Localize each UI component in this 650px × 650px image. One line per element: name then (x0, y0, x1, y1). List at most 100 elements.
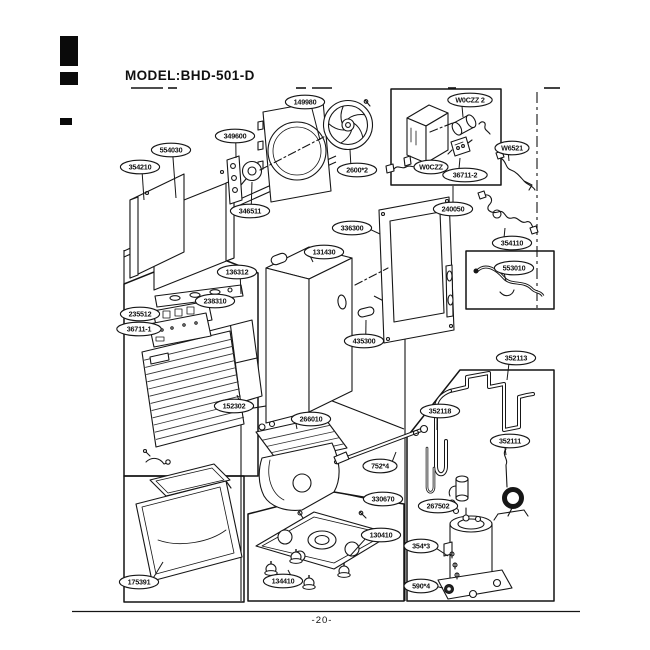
part-bucket-tank (135, 480, 243, 582)
callout-label: 267502 (427, 502, 450, 511)
part-callout-352118: 352118 (419, 403, 461, 431)
callout-leader (172, 156, 177, 199)
caster (302, 575, 316, 590)
part-callout-352113: 352113 (495, 350, 537, 381)
part-callout-W6521: W6521 (494, 140, 530, 162)
callout-ellipse (216, 264, 258, 280)
callout-label: 136312 (226, 268, 249, 277)
callout-leader (141, 173, 145, 201)
part-callout-352111: 352111 (489, 433, 531, 456)
part-mount-bracket (226, 155, 243, 205)
callout-label: 131430 (313, 248, 336, 257)
callout-ellipse (303, 244, 345, 260)
part-grommet (444, 584, 454, 594)
part-callout-175391: 175391 (118, 561, 164, 590)
part-callout-590*4: 590*4 (403, 578, 444, 594)
callout-label: 435300 (353, 337, 376, 346)
part-callout-2600*2: 2600*2 (336, 149, 378, 178)
zone-control-box (390, 88, 502, 186)
part-callout-W0CZZ: W0CZZ (413, 159, 449, 175)
callout-ellipse (417, 498, 459, 514)
callout-label: 330670 (372, 495, 395, 504)
part-callout-553010: 553010 (493, 260, 535, 282)
callout-leader (506, 363, 510, 381)
part-front-grille (141, 330, 245, 448)
callout-ellipse (331, 220, 373, 236)
part-main-pcb (148, 312, 212, 348)
callout-label: 336300 (341, 224, 364, 233)
callout-ellipse (413, 159, 449, 175)
caster (289, 549, 303, 564)
part-wire-harness-b (477, 190, 539, 235)
callout-ellipse (403, 578, 439, 594)
part-callout-130410: 130410 (349, 527, 402, 557)
callout-label: 240050 (442, 205, 465, 214)
callout-label: 149980 (294, 98, 317, 107)
callout-leader (349, 538, 366, 557)
part-callout-330670: 330670 (344, 491, 404, 507)
part-top-cap-pill (270, 252, 288, 266)
callout-label: 266010 (300, 415, 323, 424)
callout-label: 36711-2 (453, 171, 478, 180)
callout-ellipse (494, 140, 530, 156)
part-callout-354210: 354210 (119, 159, 161, 201)
callout-label: 134410 (272, 577, 295, 586)
callout-ellipse (229, 203, 271, 219)
scan-marks (60, 36, 78, 125)
part-side-cap (357, 306, 375, 318)
part-callout-354110: 354110 (491, 227, 533, 251)
part-hose (473, 265, 545, 297)
page-title: MODEL:BHD-501-D (125, 68, 255, 83)
part-callout-36711-1: 36711-1 (116, 321, 162, 337)
callout-leader (239, 278, 242, 295)
callout-ellipse (119, 306, 161, 322)
callout-label: 36711-1 (127, 325, 152, 334)
callout-label: 175391 (128, 578, 151, 587)
callout-leader (461, 105, 464, 118)
part-callout-238310: 238310 (194, 293, 236, 309)
callout-label: 130410 (370, 531, 393, 540)
callout-leader (311, 107, 321, 141)
callout-label: 352111 (499, 437, 521, 446)
callout-ellipse (343, 333, 385, 349)
callout-leader (504, 447, 507, 456)
caster (264, 561, 278, 576)
callout-leader (507, 154, 510, 162)
callout-ellipse (119, 159, 161, 175)
callout-label: 346511 (239, 207, 262, 216)
callout-ellipse (491, 235, 533, 251)
callout-leader (458, 157, 461, 169)
part-rear-grille (378, 196, 455, 344)
zone-wire-cover (465, 250, 555, 310)
part-callout-36711-2: 36711-2 (442, 157, 488, 183)
part-callout-266010: 266010 (290, 411, 332, 430)
part-callout-149980: 149980 (284, 94, 326, 141)
callout-ellipse (432, 201, 474, 217)
part-bucket-lid (149, 463, 231, 497)
callout-ellipse (116, 321, 162, 337)
part-callout-349600: 349600 (214, 128, 256, 159)
part-capacitor (451, 114, 477, 136)
callout-label: 235512 (129, 310, 152, 319)
callout-ellipse (213, 398, 255, 414)
callout-label: 354210 (129, 163, 152, 172)
part-callout-554030: 554030 (150, 142, 192, 199)
callout-ellipse (360, 527, 402, 543)
part-callout-131430: 131430 (303, 244, 345, 263)
part-collector-body (258, 442, 367, 519)
part-compressor (443, 507, 493, 587)
fan-blades (328, 105, 365, 144)
caster (337, 563, 351, 578)
part-callout-267502: 267502 (417, 498, 459, 514)
part-callout-752*4: 752*4 (362, 451, 398, 474)
zone-piping (406, 369, 555, 602)
callout-leader (503, 273, 507, 282)
part-bucket-lever (142, 448, 171, 465)
callout-ellipse (150, 142, 192, 158)
part-callout-354*3: 354*3 (403, 538, 449, 557)
callout-label: 349600 (224, 132, 247, 141)
part-fan (322, 99, 374, 151)
